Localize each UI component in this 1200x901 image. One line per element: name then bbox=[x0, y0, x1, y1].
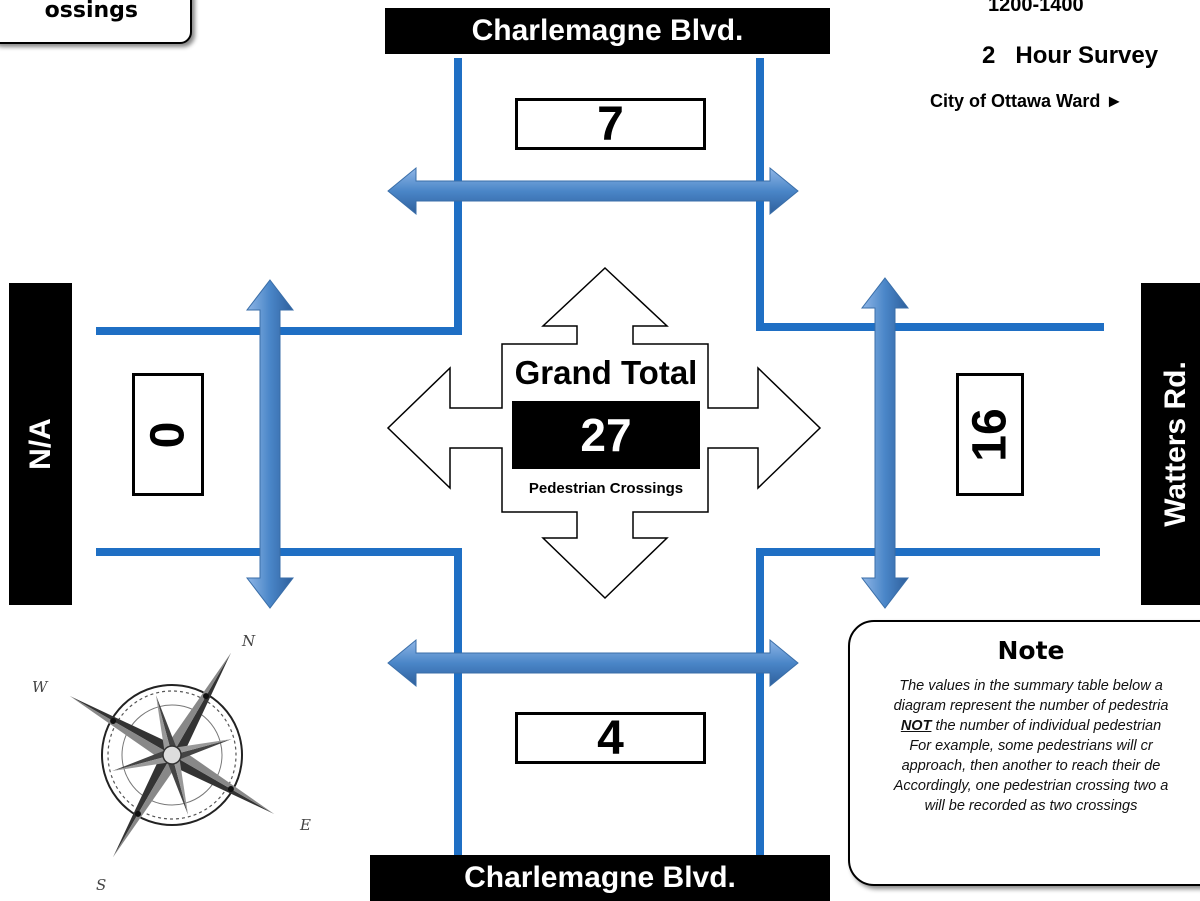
north-crossing-arrow bbox=[387, 166, 799, 216]
road-line-nw bbox=[96, 58, 462, 335]
road-lines bbox=[96, 58, 1104, 866]
compass-label-s: S bbox=[96, 876, 106, 894]
count-north: 7 bbox=[515, 98, 706, 150]
note-line-3-rest: the number of individual pedestrian bbox=[931, 718, 1162, 734]
time-period: 1200-1400 bbox=[988, 0, 1084, 16]
note-box: Note The values in the summary table bel… bbox=[848, 620, 1200, 886]
compass-label-e: E bbox=[299, 816, 311, 834]
street-label-west-text: N/A bbox=[23, 418, 57, 470]
grand-total-sublabel: Pedestrian Crossings bbox=[528, 480, 684, 497]
count-east-value: 16 bbox=[963, 407, 1017, 462]
street-label-north: Charlemagne Blvd. bbox=[385, 8, 830, 54]
count-west: 0 bbox=[132, 373, 204, 496]
road-line-sw bbox=[96, 548, 462, 866]
south-crossing-arrow bbox=[387, 638, 799, 688]
compass-label-n: N bbox=[241, 632, 256, 650]
diagram-title-box: ossings bbox=[0, 0, 192, 44]
west-crossing-arrow bbox=[245, 279, 295, 609]
compass-rose: N E S W bbox=[32, 632, 311, 894]
count-west-value: 0 bbox=[141, 421, 195, 448]
east-crossing-arrow bbox=[860, 277, 910, 609]
road-line-se bbox=[756, 548, 1100, 866]
survey-duration: 2 Hour Survey bbox=[982, 42, 1158, 70]
count-east: 16 bbox=[956, 373, 1024, 496]
road-line-ne bbox=[756, 58, 1104, 331]
ward-label: City of Ottawa Ward ► bbox=[930, 91, 1124, 111]
note-title: Note bbox=[997, 636, 1065, 665]
note-line-4: For example, some pedestrians will cr bbox=[909, 738, 1153, 754]
note-line-5: approach, then another to reach their de bbox=[901, 758, 1161, 774]
note-line-3: NOT the number of individual pedestrian bbox=[840, 716, 1200, 736]
survey-hours: 2 bbox=[982, 42, 996, 69]
street-label-east-text: Watters Rd. bbox=[1159, 361, 1192, 527]
street-label-south: Charlemagne Blvd. bbox=[370, 855, 830, 901]
survey-label: Hour Survey bbox=[1015, 42, 1159, 69]
street-label-west: N/A bbox=[9, 283, 72, 605]
street-label-east: Watters Rd. bbox=[1141, 283, 1200, 605]
grand-total-value: 27 bbox=[512, 401, 700, 469]
note-line-6: Accordingly, one pedestrian crossing two… bbox=[893, 778, 1169, 794]
count-south: 4 bbox=[515, 712, 706, 764]
note-line-1: The values in the summary table below a bbox=[899, 678, 1163, 694]
note-line-2: diagram represent the number of pedestri… bbox=[893, 698, 1169, 714]
note-line-7: will be recorded as two crossings bbox=[924, 798, 1138, 814]
diagram-title: ossings bbox=[44, 0, 138, 23]
grand-total-label: Grand Total bbox=[514, 354, 698, 391]
note-text: The values in the summary table below a … bbox=[840, 676, 1200, 816]
compass-label-w: W bbox=[32, 678, 49, 696]
note-line-3-emphasis: NOT bbox=[900, 718, 932, 734]
